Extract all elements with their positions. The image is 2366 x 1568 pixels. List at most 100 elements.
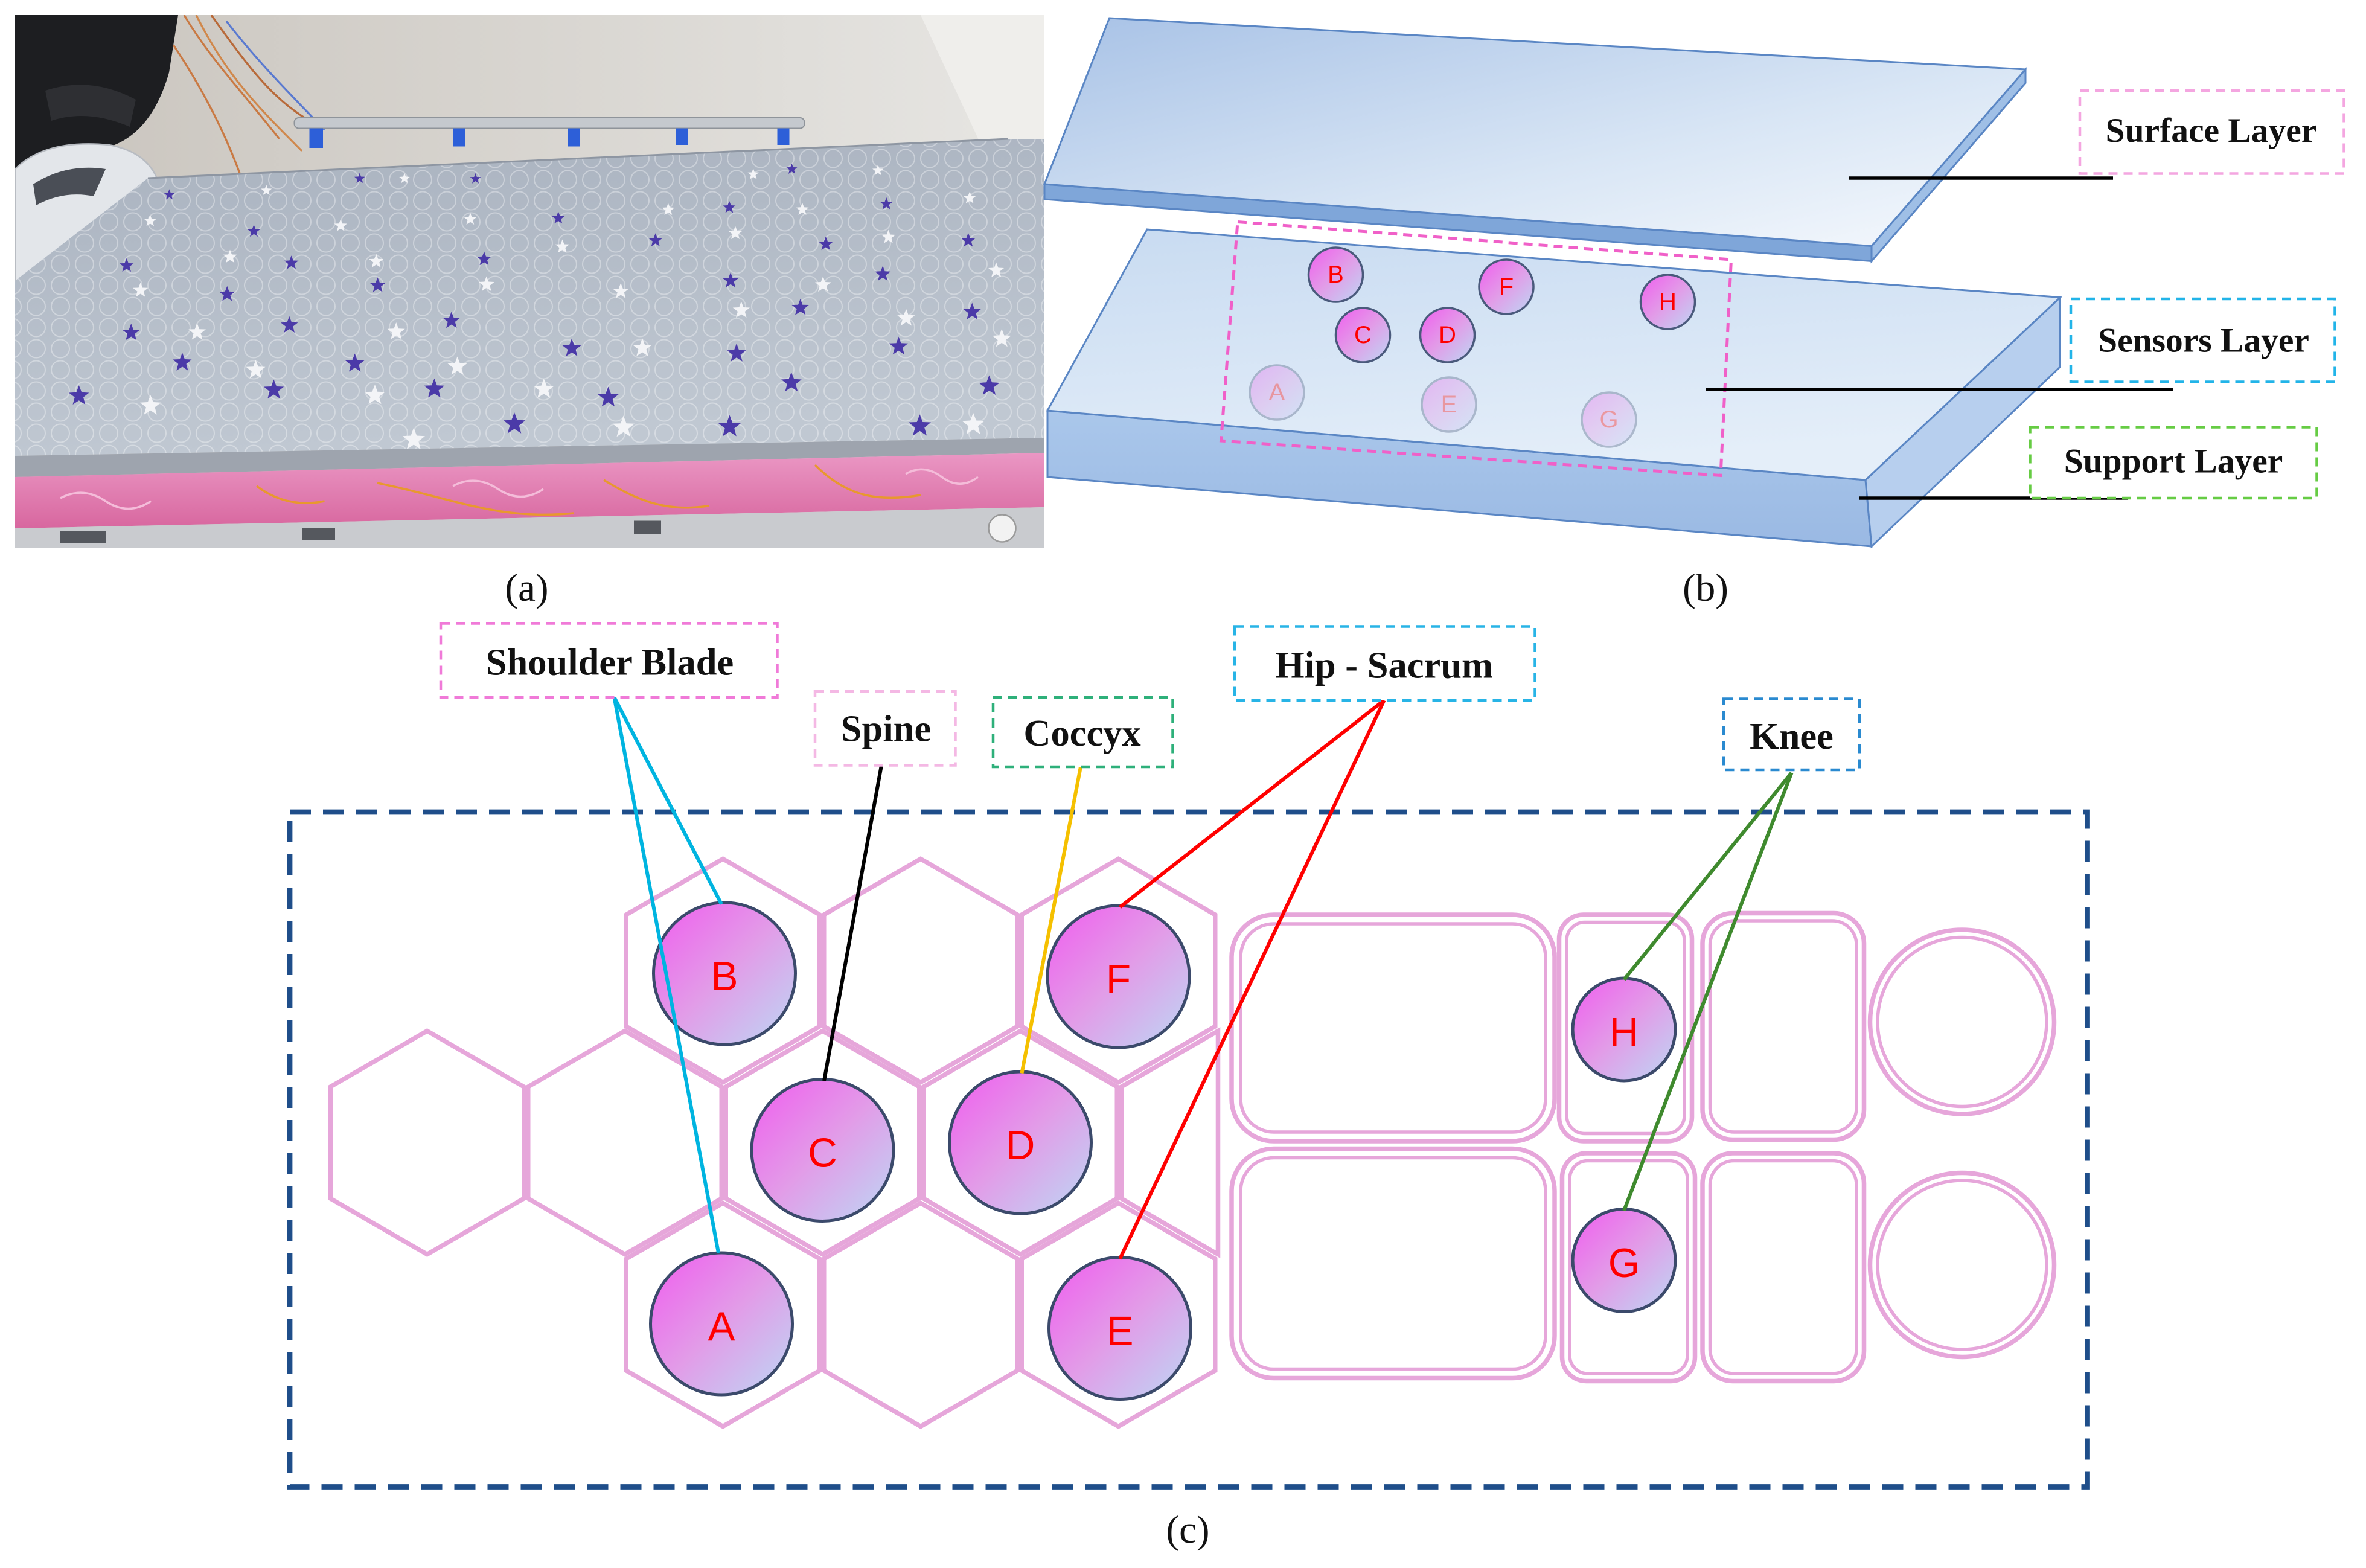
photo-pink-quilt bbox=[15, 452, 1044, 528]
photo-bed-wheel bbox=[988, 514, 1017, 543]
photo-star bbox=[140, 395, 161, 415]
cell-heel-lower-inner bbox=[1876, 1179, 2048, 1351]
photo-frame-part bbox=[60, 531, 106, 543]
sensor-label: B bbox=[711, 954, 738, 999]
photo-star bbox=[747, 168, 759, 179]
hip-sacrum-text: Hip - Sacrum bbox=[1275, 644, 1493, 686]
sensor-c: C bbox=[1334, 307, 1392, 363]
photo-wires bbox=[173, 14, 325, 179]
coccyx-leader bbox=[1020, 766, 1082, 1074]
photo-star bbox=[424, 378, 445, 398]
photo-star bbox=[345, 353, 365, 372]
coccyx-box bbox=[991, 696, 1174, 769]
photo-star bbox=[612, 415, 635, 437]
sensor-e: E bbox=[1421, 376, 1477, 433]
shoulder-blade-label: Shoulder Blade bbox=[439, 622, 779, 699]
hex-cell bbox=[822, 856, 1020, 1085]
photo-star bbox=[369, 277, 386, 292]
sensor-label: E bbox=[1441, 391, 1457, 418]
cell-large-upper-inner bbox=[1239, 922, 1547, 1134]
photo-star bbox=[662, 203, 675, 215]
sensor-label: H bbox=[1610, 1010, 1639, 1055]
photo-star bbox=[552, 211, 565, 224]
hex-cell bbox=[921, 1028, 1119, 1257]
photo-pink-swirl bbox=[452, 479, 544, 498]
panel-c-caption: (c) bbox=[1166, 1508, 1209, 1552]
knee-label: Knee bbox=[1722, 697, 1861, 772]
sensors-layer-box bbox=[2069, 297, 2336, 383]
photo-star bbox=[479, 276, 494, 292]
photo-star bbox=[786, 163, 798, 174]
hip-sacrum-leader-e bbox=[1118, 699, 1386, 1260]
sensor-e: E bbox=[1047, 1255, 1193, 1401]
photo-star bbox=[815, 276, 831, 292]
hex-grid bbox=[328, 856, 1221, 1429]
photo-star bbox=[988, 262, 1005, 278]
hex-cell bbox=[624, 1200, 822, 1429]
sensor-h: H bbox=[1571, 976, 1677, 1083]
photo-star bbox=[562, 338, 581, 356]
rounded-cells bbox=[1229, 910, 2057, 1384]
sensor-label: C bbox=[808, 1130, 837, 1176]
photo-star bbox=[962, 412, 985, 434]
coccyx-text: Coccyx bbox=[1023, 712, 1140, 754]
photo-rail-clip bbox=[777, 128, 790, 145]
cell-heel-upper-inner bbox=[1876, 935, 2048, 1109]
hex-cell bbox=[822, 1200, 1020, 1429]
photo-star bbox=[281, 316, 298, 333]
sensor-d: D bbox=[948, 1070, 1093, 1215]
sensor-b: B bbox=[652, 901, 798, 1046]
surface-layer-label: Surface Layer bbox=[2078, 89, 2345, 175]
cell-shin-upper bbox=[1700, 910, 1867, 1142]
surface-layer-box bbox=[2078, 89, 2345, 175]
hip-sacrum-leader-f bbox=[1119, 699, 1386, 909]
photo-wire bbox=[603, 479, 710, 509]
sensor-label: G bbox=[1599, 406, 1618, 433]
sensor-label: H bbox=[1659, 289, 1677, 315]
panel-c-sensors: B F C D A E H bbox=[649, 901, 1677, 1401]
photo-star bbox=[963, 302, 981, 319]
slab-top-face bbox=[1046, 228, 2063, 481]
photo-star bbox=[365, 385, 385, 405]
sensor-circle bbox=[1581, 391, 1637, 448]
sensor-circle bbox=[1249, 364, 1305, 421]
sensor-a: A bbox=[1249, 364, 1305, 421]
surface-top-face bbox=[1043, 17, 2028, 248]
sensors-layer-label: Sensors Layer bbox=[2069, 297, 2336, 383]
spine-box bbox=[813, 690, 957, 767]
photo-star bbox=[633, 338, 652, 356]
photo-star bbox=[447, 356, 467, 375]
photo-star bbox=[880, 197, 893, 210]
photo-star bbox=[261, 185, 272, 195]
photo-pink-texture bbox=[60, 468, 979, 510]
photo-star bbox=[796, 202, 809, 215]
photo-bed-frame bbox=[15, 507, 1044, 548]
sensor-g: G bbox=[1581, 391, 1637, 448]
photo-star bbox=[534, 379, 554, 398]
photo-star bbox=[264, 379, 284, 399]
photo-star bbox=[402, 427, 426, 450]
photo-star bbox=[464, 213, 477, 225]
photo-star bbox=[613, 283, 629, 298]
surface-slab bbox=[1043, 17, 2028, 264]
photo-wire bbox=[173, 45, 243, 179]
photo-star bbox=[979, 375, 1000, 395]
photo-star bbox=[122, 323, 140, 341]
photo-star bbox=[732, 301, 750, 318]
sensor-label: G bbox=[1608, 1241, 1640, 1286]
photo-star-pattern bbox=[69, 163, 1011, 450]
sensor-g: G bbox=[1571, 1207, 1677, 1313]
photo-frame-part bbox=[302, 528, 336, 540]
cell-heel-lower bbox=[1867, 1170, 2057, 1360]
photo-headboard-slot bbox=[33, 167, 106, 205]
support-layer-text: Support Layer bbox=[2064, 442, 2283, 480]
cell-knee-lower-inner bbox=[1568, 1159, 1689, 1375]
photo-mattress-edge bbox=[15, 437, 1044, 477]
cell-shin-upper-inner bbox=[1708, 919, 1858, 1134]
cell-shin-lower bbox=[1700, 1151, 1867, 1384]
sensor-layout-frame bbox=[287, 809, 2090, 1490]
photo-star bbox=[173, 353, 192, 371]
panel-a-caption: (a) bbox=[505, 566, 548, 610]
sensor-circle bbox=[1419, 307, 1476, 363]
